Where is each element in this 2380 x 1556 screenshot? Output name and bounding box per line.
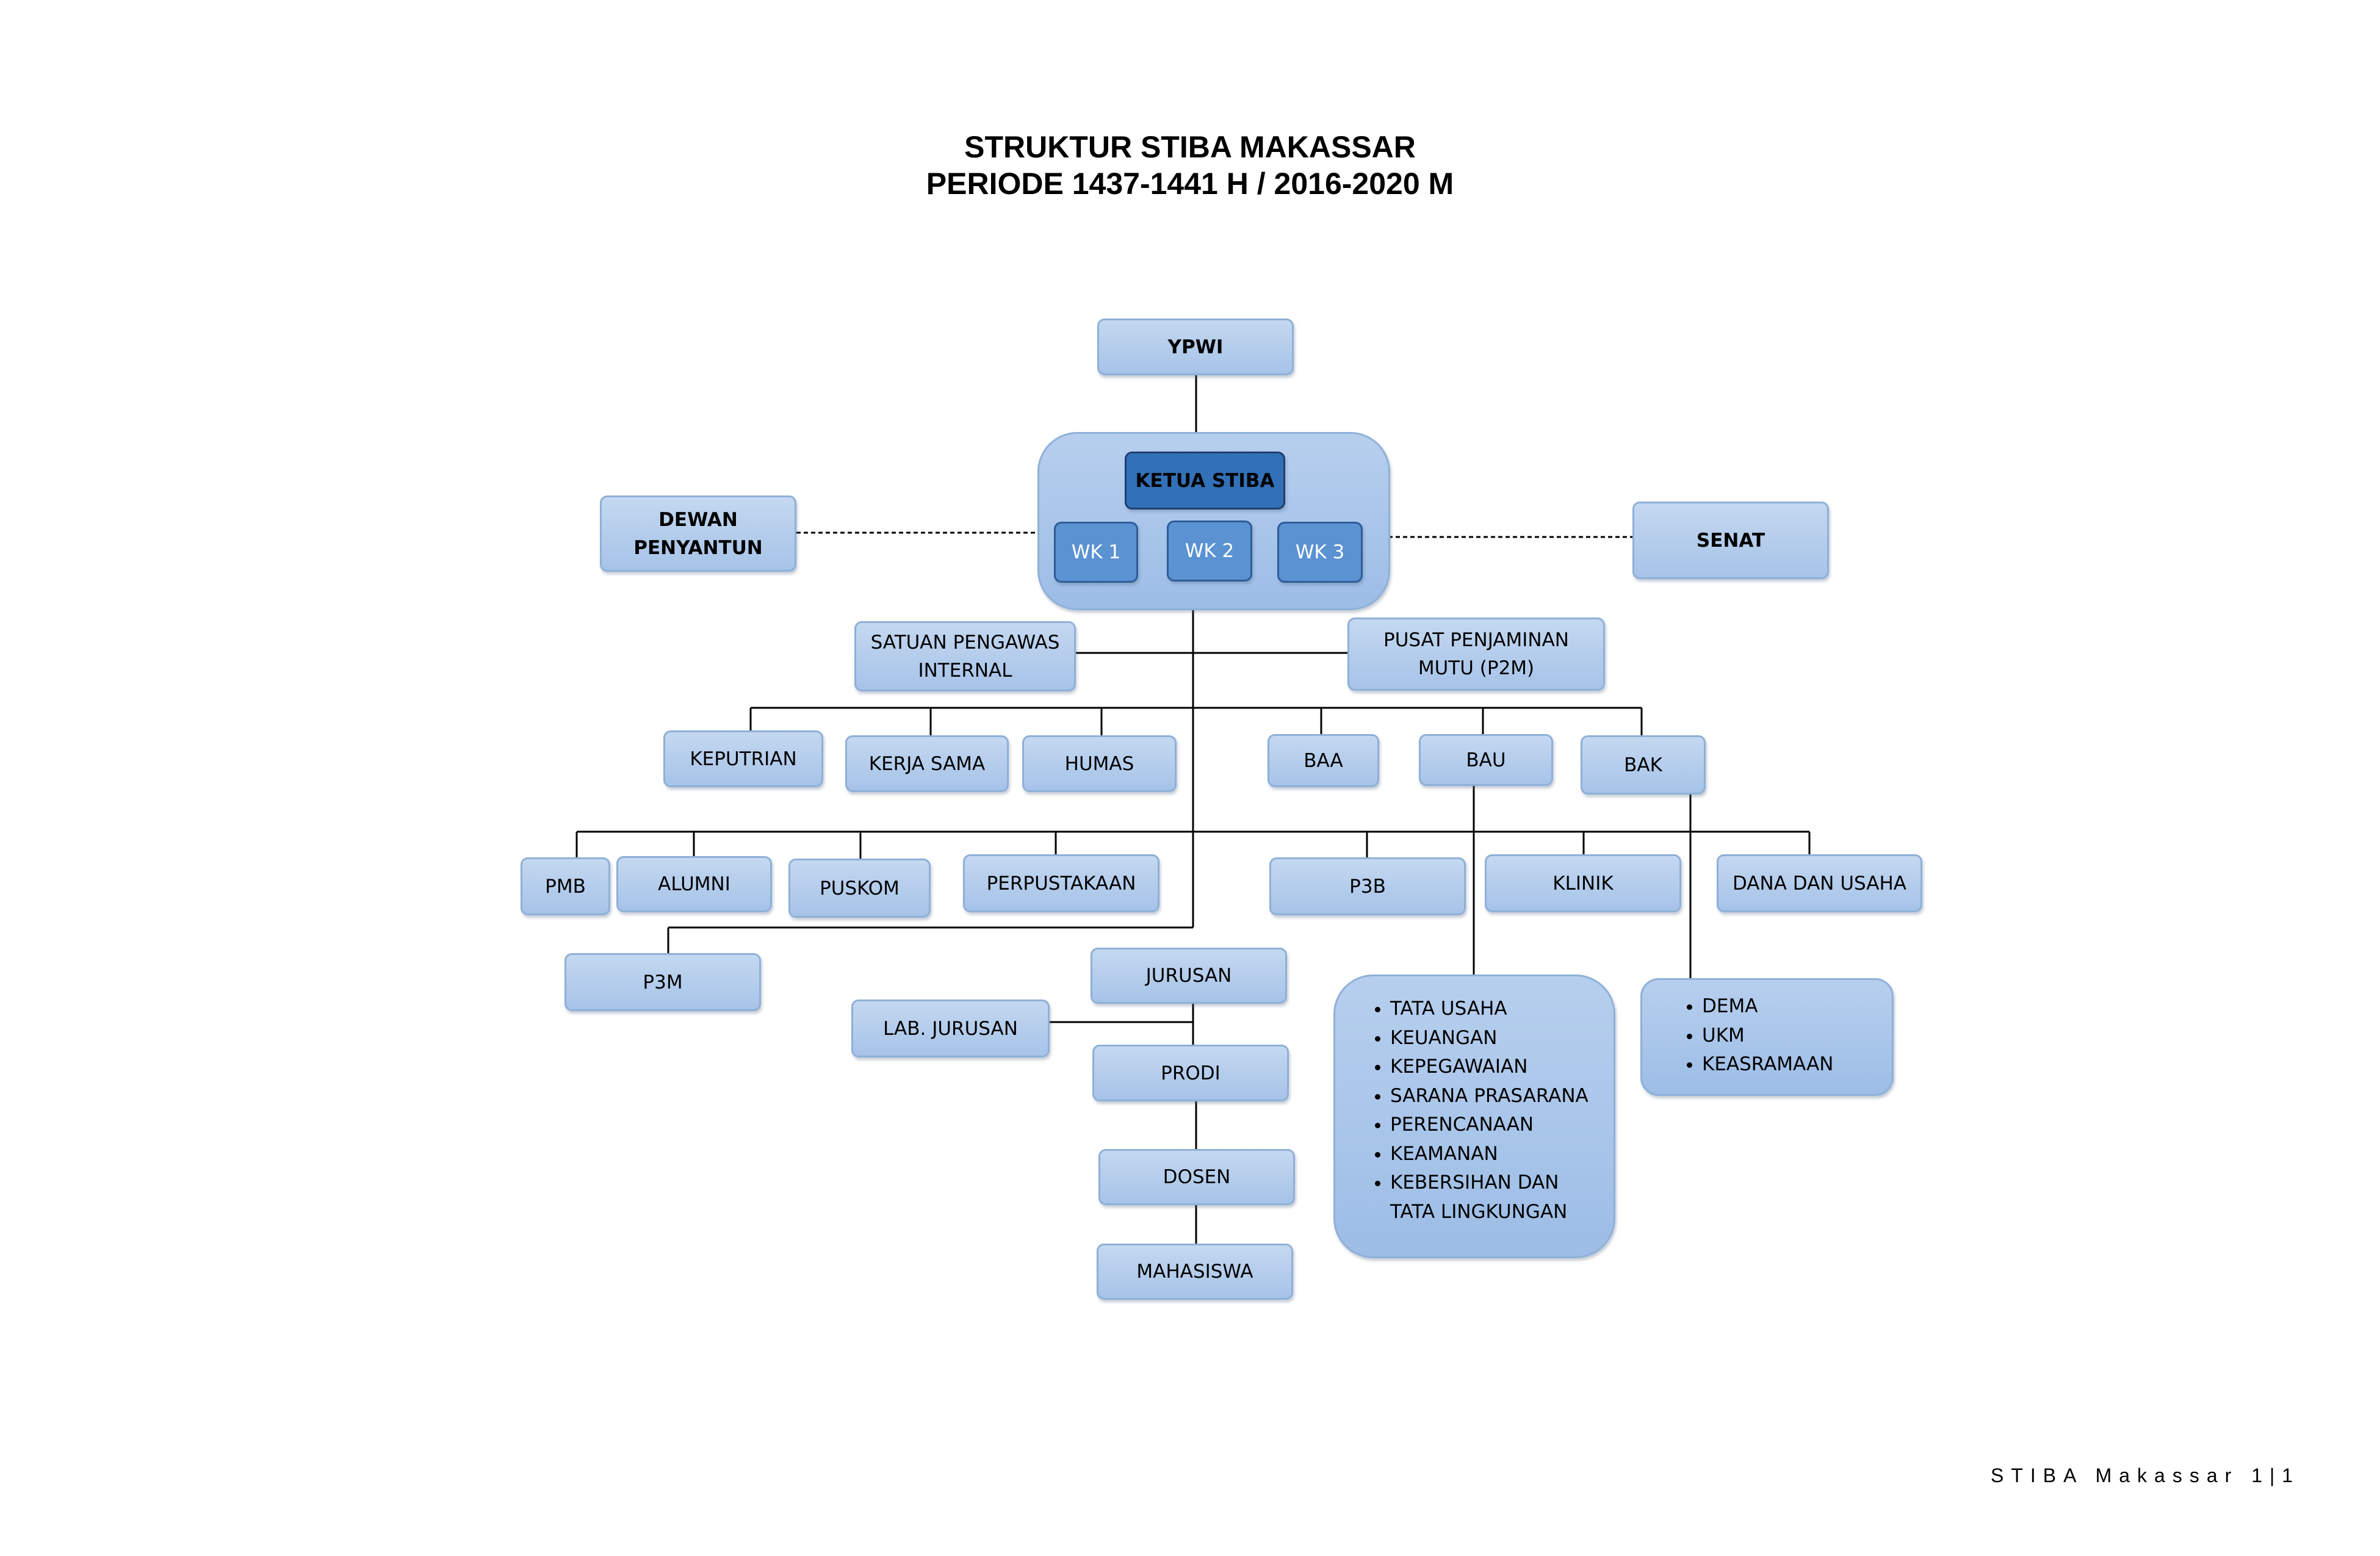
perpustakaan-label: PERPUSTAKAAN: [986, 872, 1136, 895]
perpustakaan-box: PERPUSTAKAAN: [963, 854, 1159, 912]
wk1-box: WK 1: [1054, 522, 1138, 583]
list-item: PERENCANAAN: [1390, 1111, 1588, 1140]
klinik-box: KLINIK: [1485, 854, 1681, 912]
list-item: KEBERSIHAN DAN: [1390, 1169, 1588, 1198]
senat-label: SENAT: [1696, 529, 1765, 552]
page-footer: STIBA Makassar 1|1: [1991, 1464, 2301, 1486]
mahasiswa-box: MAHASISWA: [1097, 1244, 1293, 1300]
humas-label: HUMAS: [1064, 752, 1134, 775]
ypwi-box: YPWI: [1097, 319, 1294, 375]
dana-usaha-box: DANA DAN USAHA: [1717, 854, 1922, 912]
bak-label: BAK: [1624, 754, 1662, 776]
keputrian-label: KEPUTRIAN: [690, 747, 797, 770]
bau-units-list: TATA USAHA KEUANGAN KEPEGAWAIAN SARANA P…: [1335, 995, 1588, 1226]
kerja-sama-box: KERJA SAMA: [845, 735, 1009, 792]
p2m-line1: PUSAT PENJAMINAN: [1383, 629, 1569, 651]
baa-box: BAA: [1268, 734, 1379, 787]
list-item: UKM: [1702, 1021, 1834, 1051]
lab-jurusan-label: LAB. JURUSAN: [883, 1017, 1018, 1040]
list-item: KEPEGAWAIAN: [1390, 1053, 1588, 1082]
p3m-box: P3M: [564, 953, 761, 1011]
spi-box: SATUAN PENGAWAS INTERNAL: [854, 621, 1076, 691]
pmb-box: PMB: [521, 857, 610, 915]
puskom-label: PUSKOM: [820, 877, 900, 899]
p3m-label: P3M: [643, 971, 683, 993]
ketua-stiba-box: KETUA STIBA: [1125, 452, 1285, 510]
pmb-label: PMB: [545, 875, 586, 898]
bak-units-list: DEMA UKM KEASRAMAAN: [1642, 992, 1834, 1079]
wk3-box: WK 3: [1277, 522, 1363, 583]
wk3-label: WK 3: [1295, 541, 1345, 563]
dewan-penyantun-line1: DEWAN: [658, 508, 738, 531]
wk1-label: WK 1: [1071, 541, 1121, 563]
mahasiswa-label: MAHASISWA: [1136, 1261, 1253, 1283]
list-item: KEAMANAN: [1390, 1140, 1588, 1169]
alumni-box: ALUMNI: [616, 856, 772, 912]
prodi-box: PRODI: [1092, 1045, 1289, 1101]
p2m-box: PUSAT PENJAMINAN MUTU (P2M): [1347, 618, 1605, 691]
list-item: SARANA PRASARANA: [1390, 1082, 1588, 1111]
list-item: KEASRAMAAN: [1702, 1050, 1834, 1079]
dosen-box: DOSEN: [1098, 1149, 1295, 1205]
dosen-label: DOSEN: [1163, 1166, 1231, 1188]
jurusan-box: JURUSAN: [1091, 948, 1287, 1004]
list-item: TATA USAHA: [1390, 995, 1588, 1024]
bau-label: BAU: [1466, 749, 1506, 771]
list-item: KEUANGAN: [1390, 1024, 1588, 1053]
spi-line1: SATUAN PENGAWAS: [870, 631, 1060, 654]
chart-subtitle: PERIODE 1437-1441 H / 2016-2020 M: [926, 167, 1454, 201]
klinik-label: KLINIK: [1552, 872, 1614, 895]
wk2-box: WK 2: [1167, 520, 1252, 582]
chart-title: STRUKTUR STIBA MAKASSAR: [964, 130, 1416, 164]
lab-jurusan-box: LAB. JURUSAN: [851, 1000, 1050, 1057]
dewan-penyantun-box: DEWAN PENYANTUN: [600, 495, 796, 572]
prodi-label: PRODI: [1161, 1062, 1221, 1084]
p3b-label: P3B: [1349, 875, 1386, 898]
keputrian-box: KEPUTRIAN: [663, 730, 823, 787]
p3b-box: P3B: [1269, 857, 1466, 915]
bau-units-box: TATA USAHA KEUANGAN KEPEGAWAIAN SARANA P…: [1333, 974, 1615, 1258]
senat-box: SENAT: [1632, 502, 1829, 579]
wk2-label: WK 2: [1185, 540, 1235, 562]
ketua-stiba-label: KETUA STIBA: [1135, 469, 1275, 492]
ypwi-label: YPWI: [1167, 336, 1224, 358]
list-item: DEMA: [1702, 992, 1834, 1021]
jurusan-label: JURUSAN: [1145, 965, 1232, 987]
bak-box: BAK: [1581, 735, 1706, 794]
p2m-line2: MUTU (P2M): [1418, 657, 1535, 679]
baa-label: BAA: [1304, 749, 1343, 772]
humas-box: HUMAS: [1022, 735, 1177, 792]
dana-usaha-label: DANA DAN USAHA: [1732, 872, 1907, 895]
bau-box: BAU: [1419, 734, 1553, 786]
puskom-box: PUSKOM: [788, 859, 931, 918]
dewan-penyantun-line2: PENYANTUN: [633, 536, 763, 559]
kerja-sama-label: KERJA SAMA: [868, 752, 986, 775]
alumni-label: ALUMNI: [658, 873, 730, 895]
bak-units-box: DEMA UKM KEASRAMAAN: [1640, 978, 1894, 1096]
spi-line2: INTERNAL: [918, 659, 1012, 682]
list-item-continuation: TATA LINGKUNGAN: [1390, 1200, 1568, 1223]
